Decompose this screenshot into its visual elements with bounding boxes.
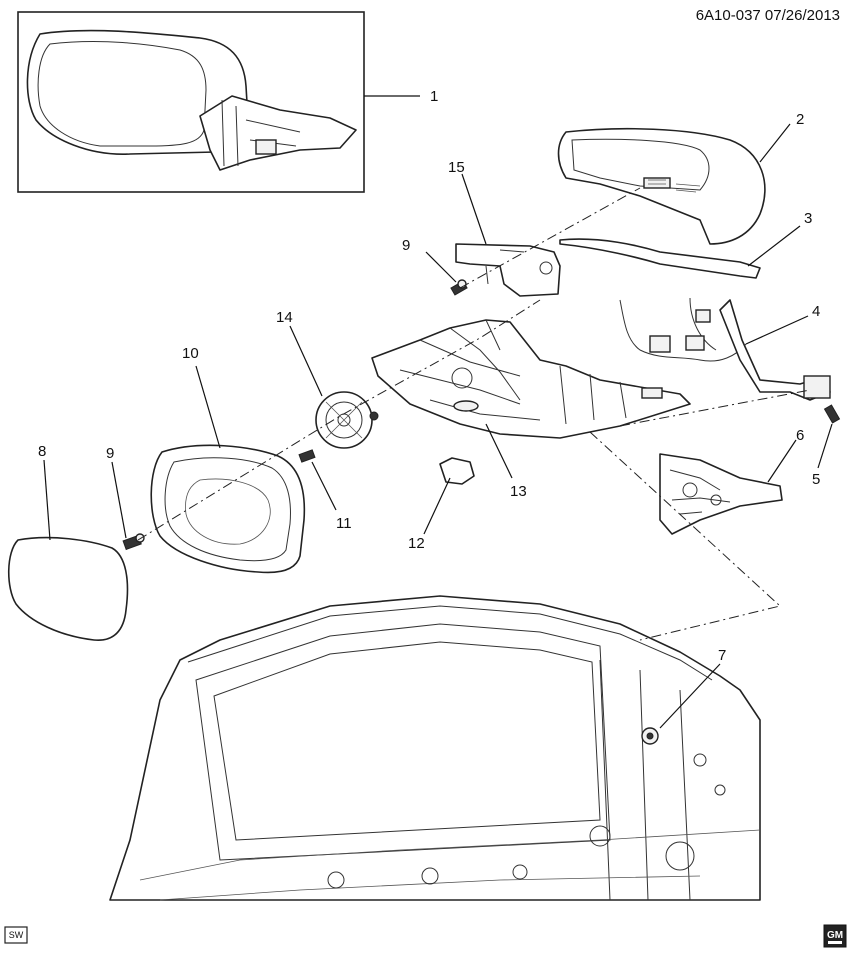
part-mirror-cover xyxy=(557,127,766,245)
assembled-mirror-glass xyxy=(37,41,207,147)
callout-4: 4 xyxy=(812,303,820,320)
part-clip xyxy=(439,457,475,485)
drawing-reference: 6A10-037 07/26/2013 xyxy=(696,7,840,24)
part-bracket xyxy=(455,243,561,297)
gm-logo-text: GM xyxy=(827,930,843,941)
callout-13: 13 xyxy=(510,483,527,500)
callout-6: 6 xyxy=(796,427,804,444)
callout-10: 10 xyxy=(182,345,199,362)
part-screw-upper xyxy=(450,279,468,296)
alignment-line-cover-bracket xyxy=(459,187,641,289)
part-lower-trim-strip xyxy=(559,238,761,279)
leader-lines xyxy=(43,95,833,729)
assembled-mirror-base xyxy=(199,95,357,171)
inset-frame xyxy=(17,11,365,193)
callout-12: 12 xyxy=(408,535,425,552)
part-mirror-frame xyxy=(150,444,306,574)
part-screw-actuator xyxy=(298,449,316,463)
assembled-mirror-mount xyxy=(255,139,277,155)
part-screw-lower xyxy=(823,404,841,424)
assembled-mirror-bracket xyxy=(221,99,301,167)
part-wiring-harness xyxy=(619,297,831,401)
sw-badge-text: SW xyxy=(9,930,24,940)
callout-14: 14 xyxy=(276,309,293,326)
part-mounting-plate xyxy=(659,453,783,535)
part-mirror-glass xyxy=(7,536,129,641)
callout-7: 7 xyxy=(718,647,726,664)
alignment-line-door xyxy=(589,431,782,641)
door-frame xyxy=(109,595,761,901)
callout-9b: 9 xyxy=(106,445,114,462)
callout-11: 11 xyxy=(336,515,352,532)
sw-badge: SW xyxy=(4,926,28,944)
part-mirror-housing-base xyxy=(371,319,691,439)
mirror-assembly-inset xyxy=(17,11,365,193)
alignment-line-harness xyxy=(619,389,811,427)
callout-8: 8 xyxy=(38,443,46,460)
callout-5: 5 xyxy=(812,471,820,488)
callout-3: 3 xyxy=(804,210,812,227)
callout-2: 2 xyxy=(796,111,804,128)
part-nut xyxy=(641,727,659,745)
part-screw-frame xyxy=(122,533,145,551)
gm-logo: GM xyxy=(823,924,847,948)
callout-15: 15 xyxy=(448,159,465,176)
callout-9a: 9 xyxy=(402,237,410,254)
callout-1: 1 xyxy=(430,88,438,105)
